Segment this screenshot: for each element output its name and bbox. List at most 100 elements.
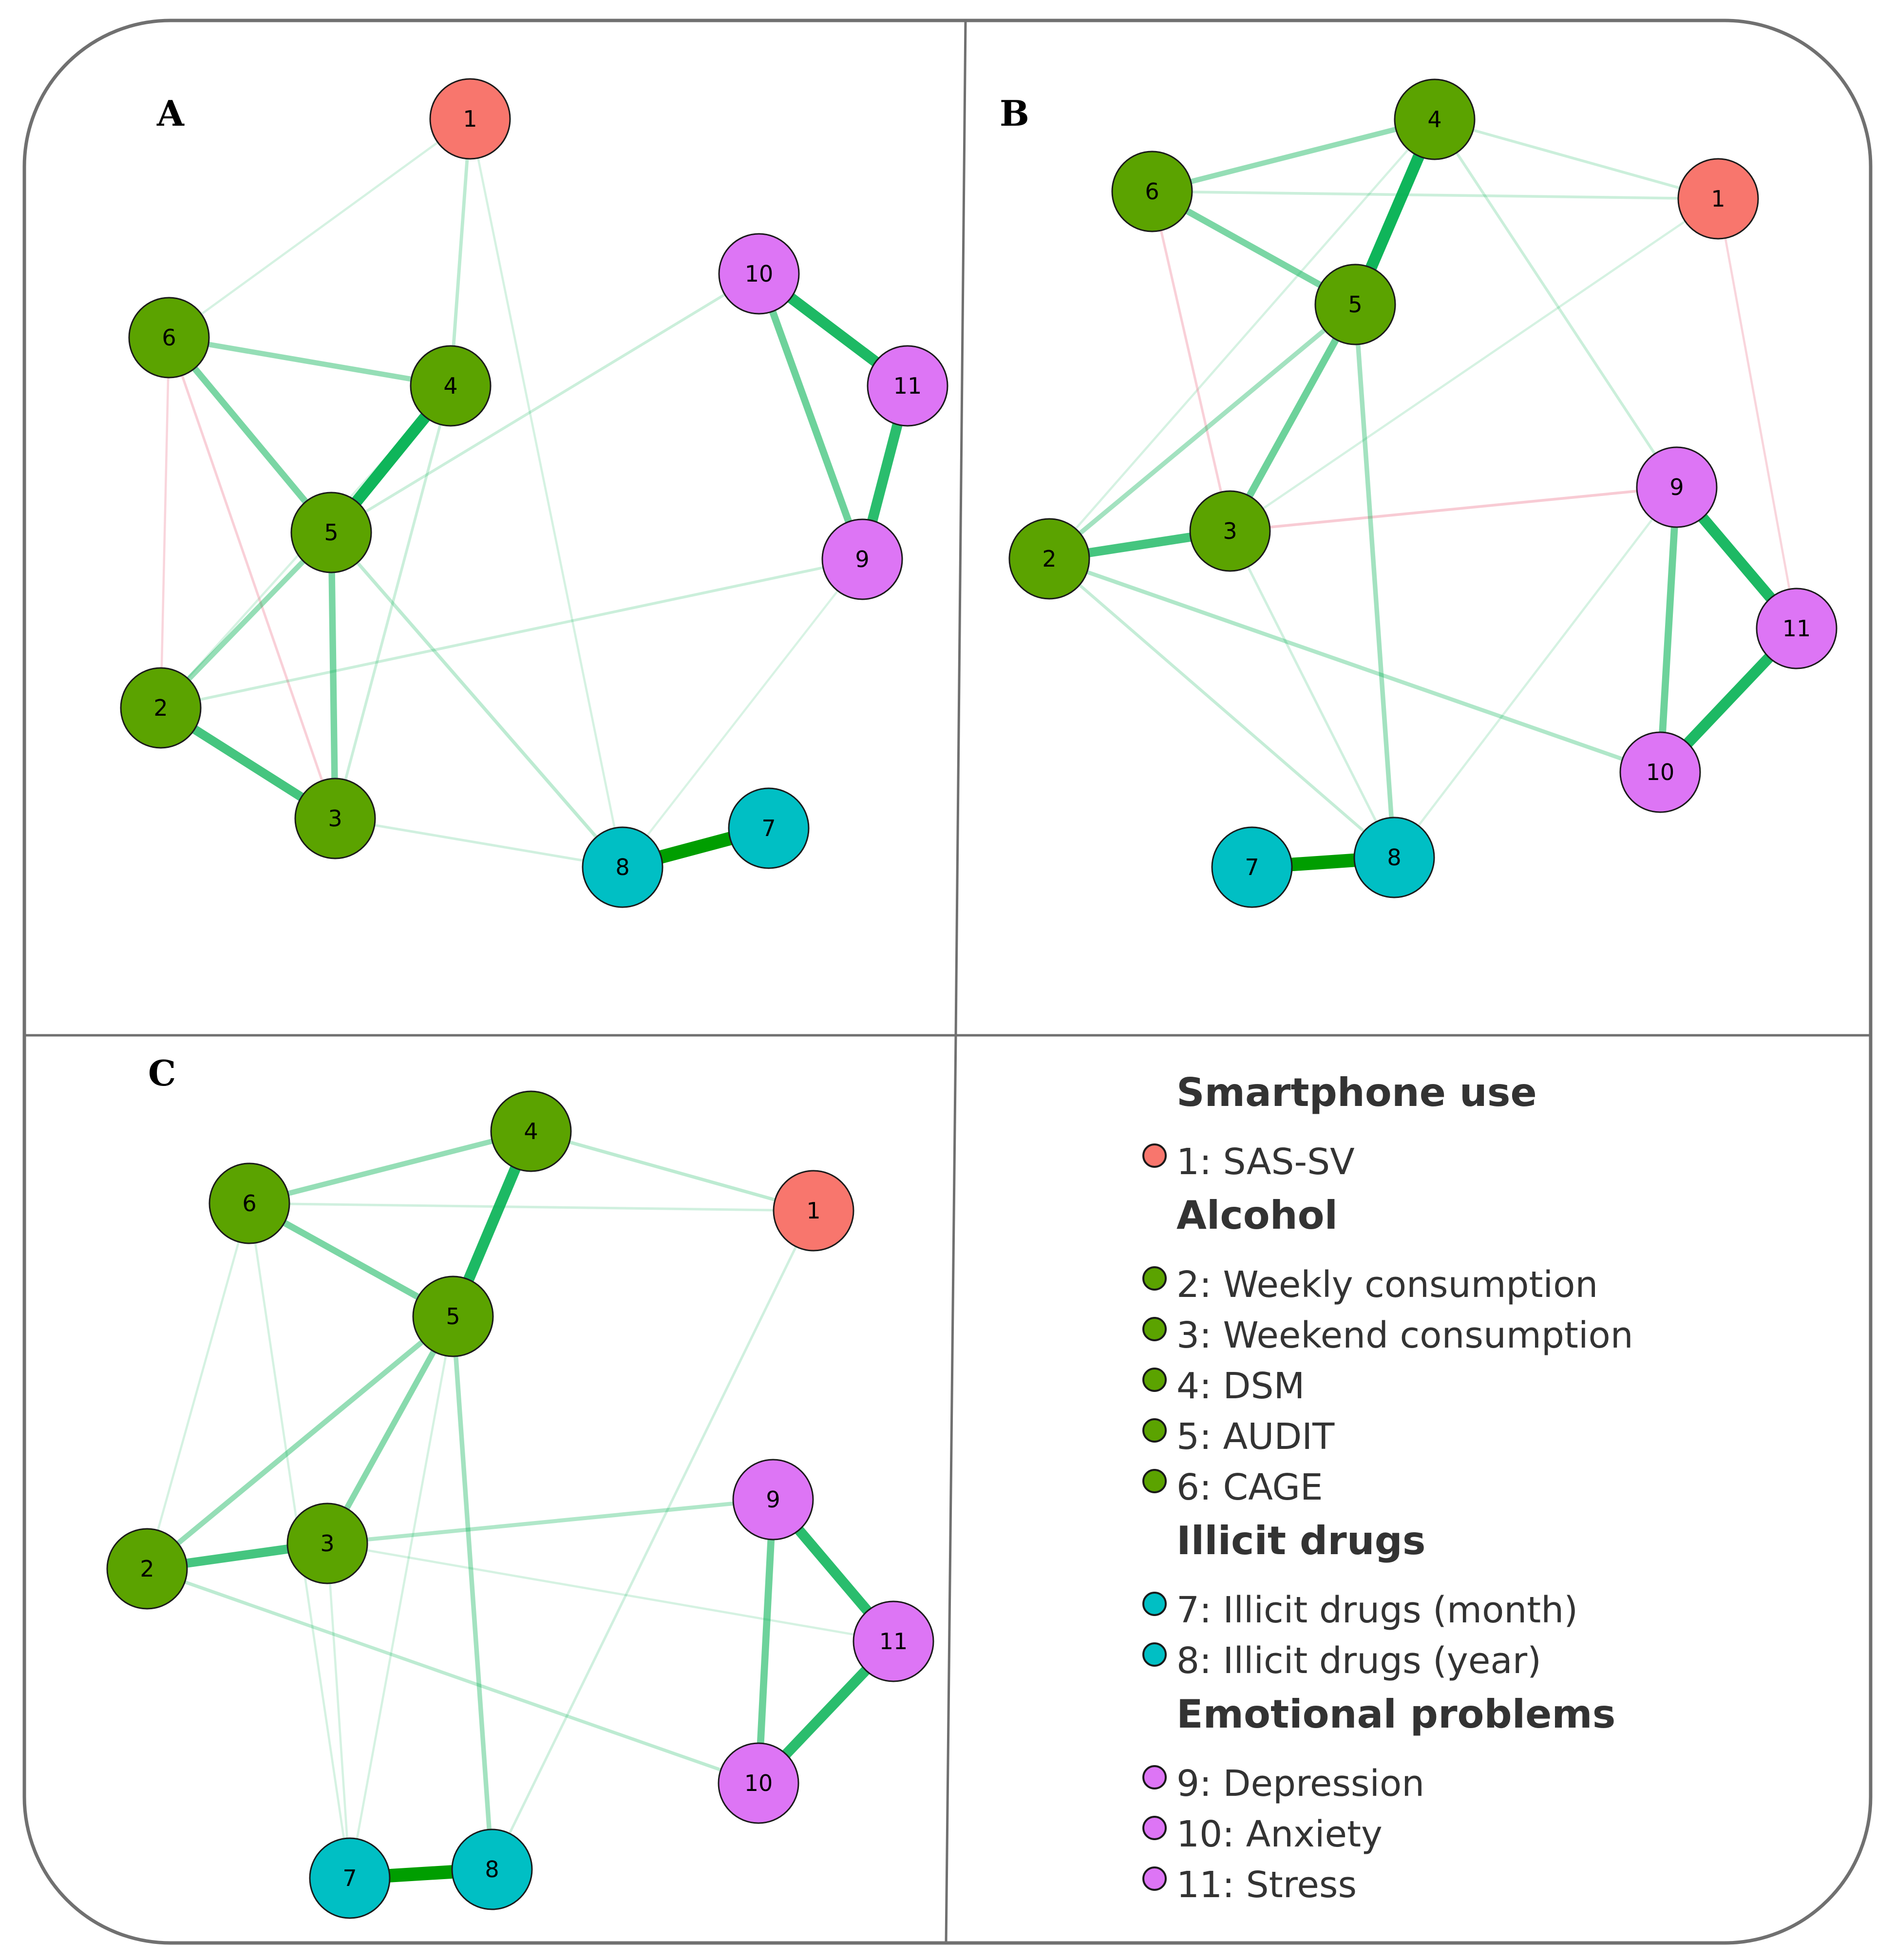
- node-label-2: 2: [153, 695, 168, 721]
- node-circle-2: [1008, 518, 1090, 600]
- node-circle-11: [867, 345, 948, 427]
- node-circle-10: [718, 233, 800, 315]
- node-7: 7: [728, 787, 810, 869]
- panel-letter-c: C: [148, 1052, 176, 1094]
- node-circle-11: [1756, 588, 1838, 669]
- edge-5-10: [330, 272, 760, 534]
- node-label-5: 5: [446, 1303, 460, 1330]
- edge-3-9: [1229, 486, 1678, 533]
- node-4: 4: [490, 1090, 572, 1172]
- node-circle-5: [1314, 264, 1396, 345]
- node-8: 8: [582, 826, 663, 908]
- node-label-2: 2: [1042, 546, 1056, 572]
- node-circle-6: [208, 1162, 290, 1244]
- node-circle-6: [128, 297, 210, 379]
- edge-6-2: [146, 1202, 251, 1570]
- legend-dot-3-2: [1142, 1866, 1167, 1891]
- node-9: 9: [1636, 446, 1718, 528]
- node-5: 5: [290, 492, 372, 573]
- node-label-8: 8: [615, 854, 629, 880]
- node-7: 7: [309, 1837, 391, 1919]
- node-label-7: 7: [342, 1865, 357, 1891]
- legend-item-3-2: 11: Stress: [1176, 1864, 1357, 1906]
- node-5: 5: [1314, 264, 1396, 345]
- node-circle-2: [106, 1528, 188, 1610]
- edge-1-6: [168, 117, 472, 339]
- edge-8-9: [1393, 486, 1678, 859]
- edge-6-1: [1151, 190, 1720, 200]
- node-label-3: 3: [328, 805, 342, 832]
- legend-dot-1-4: [1142, 1469, 1167, 1493]
- legend-dot-1-0: [1142, 1266, 1167, 1291]
- node-circle-9: [1636, 446, 1718, 528]
- edge-5-2: [144, 1313, 456, 1572]
- edge-3-7: [326, 1542, 351, 1880]
- edge-3-8: [334, 817, 624, 869]
- node-circle-1: [429, 78, 511, 160]
- node-circle-2: [120, 667, 202, 749]
- node-6: 6: [128, 297, 210, 379]
- edge-9-10: [755, 1496, 777, 1787]
- node-circle-3: [294, 778, 376, 859]
- node-3: 3: [1189, 490, 1271, 572]
- legend-item-1-3: 5: AUDIT: [1176, 1416, 1335, 1458]
- node-label-9: 9: [766, 1486, 780, 1513]
- node-circle-3: [1189, 490, 1271, 572]
- edge-5-3: [324, 1313, 456, 1547]
- legend-item-3-1: 10: Anxiety: [1176, 1813, 1383, 1855]
- edge-2-8: [1047, 557, 1396, 859]
- legend-item-1-1: 3: Weekend consumption: [1176, 1314, 1633, 1356]
- node-8: 8: [1353, 817, 1435, 898]
- node-label-1: 1: [806, 1198, 820, 1224]
- node-label-7: 7: [1245, 854, 1259, 880]
- node-9: 9: [821, 518, 903, 600]
- node-circle-1: [1677, 158, 1759, 240]
- edge-1-8: [469, 117, 624, 869]
- vertical-divider-top: [954, 20, 967, 1036]
- edge-4-1: [529, 1129, 815, 1213]
- edge-1-8: [491, 1209, 815, 1871]
- node-2: 2: [1008, 518, 1090, 600]
- legend-dot-1-3: [1142, 1418, 1167, 1443]
- edge-5-2: [158, 530, 334, 711]
- vertical-divider-bottom: [945, 1035, 957, 1943]
- legend-item-1-0: 2: Weekly consumption: [1176, 1264, 1598, 1306]
- node-10: 10: [718, 1742, 799, 1824]
- edge-6-3: [168, 336, 337, 820]
- node-label-10: 10: [744, 1770, 773, 1796]
- edge-5-2: [1047, 302, 1358, 561]
- edge-6-5: [166, 334, 335, 536]
- node-label-8: 8: [485, 1856, 499, 1883]
- legend-item-1-4: 6: CAGE: [1176, 1466, 1323, 1508]
- node-label-9: 9: [1669, 474, 1684, 500]
- node-11: 11: [867, 345, 948, 427]
- panel-letter-b: B: [1000, 93, 1029, 134]
- node-8: 8: [451, 1828, 533, 1910]
- node-circle-5: [290, 492, 372, 573]
- node-circle-6: [1111, 151, 1193, 232]
- node-circle-7: [1211, 826, 1293, 908]
- node-circle-10: [718, 1742, 799, 1824]
- node-label-7: 7: [761, 815, 776, 841]
- edge-6-4: [1149, 116, 1438, 194]
- node-label-10: 10: [745, 261, 774, 287]
- legend-item-1-2: 4: DSM: [1176, 1365, 1305, 1407]
- node-label-11: 11: [1782, 615, 1811, 642]
- edge-9-10: [1656, 483, 1681, 776]
- edge-6-1: [248, 1202, 815, 1212]
- node-3: 3: [286, 1503, 368, 1584]
- node-label-6: 6: [242, 1190, 256, 1217]
- node-label-3: 3: [320, 1530, 334, 1557]
- edge-4-3: [334, 384, 452, 820]
- node-4: 4: [1394, 78, 1476, 160]
- node-circle-4: [490, 1090, 572, 1172]
- node-5: 5: [412, 1275, 494, 1357]
- legend-dot-1-1: [1142, 1317, 1167, 1341]
- legend-heading-1: Alcohol: [1176, 1193, 1338, 1238]
